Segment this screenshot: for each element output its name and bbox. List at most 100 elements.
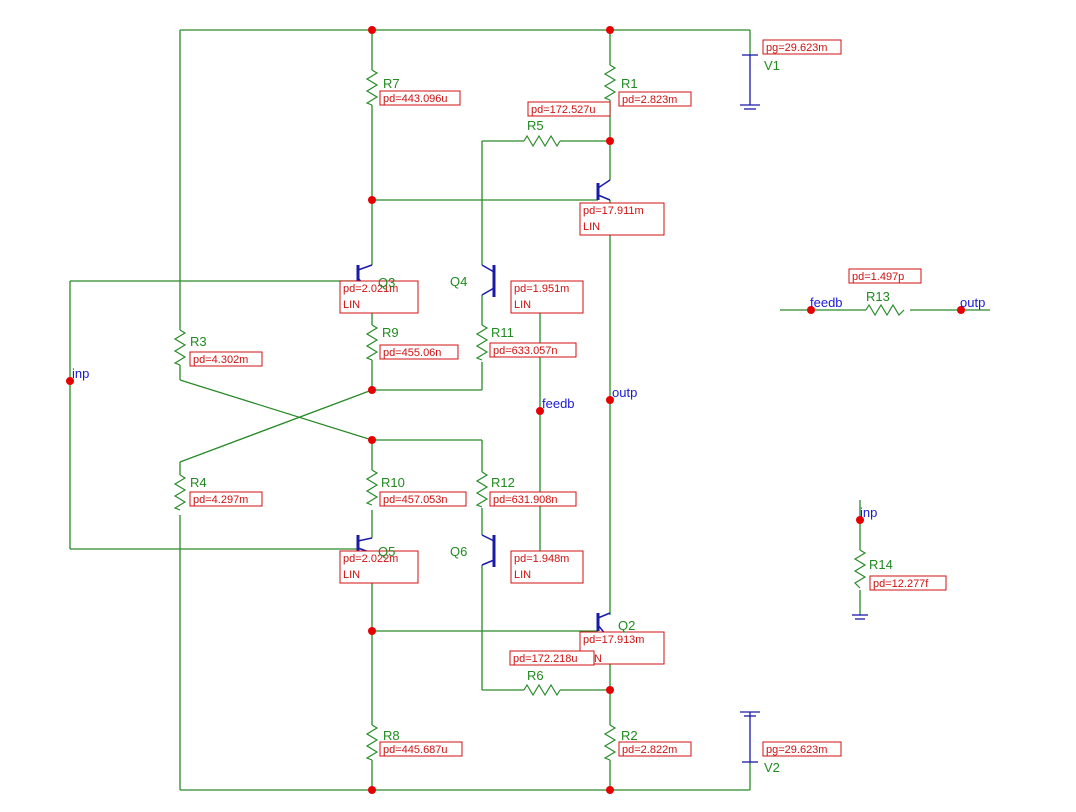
voltage-sources: [740, 54, 868, 763]
wires: [69, 29, 990, 791]
voltage-source-v2: [740, 711, 760, 763]
annotation-r2-pd[interactable]: [618, 741, 692, 757]
resistor-r14: [853, 549, 867, 589]
annotation-r7-pd-text: pd=443.096u: [383, 93, 448, 105]
resistor-r11: [475, 324, 489, 361]
annotation-r14-pd[interactable]: [869, 575, 947, 591]
label-r9: R9: [382, 325, 399, 340]
net-label-inp[interactable]: inp: [72, 366, 89, 381]
annotation-q2-pd-text: pd=17.913m: [583, 634, 644, 646]
annotation-q6[interactable]: [510, 550, 584, 584]
label-q5: Q5: [378, 544, 395, 559]
annotation-q1-pd-text: pd=17.911m: [583, 205, 644, 217]
annotation-q2-model-text: N: [594, 653, 602, 665]
annotation-q5-model-text: LIN: [343, 569, 360, 581]
net-label-outp[interactable]: outp: [612, 385, 637, 400]
annotation-r11-pd-text: pd=633.057n: [493, 345, 558, 357]
annotation-q6-pd-text: pd=1.948m: [514, 553, 569, 565]
annotation-q4[interactable]: [510, 280, 584, 314]
annotation-r13-pd[interactable]: [848, 268, 922, 284]
annotation-r10-pd[interactable]: [379, 491, 467, 507]
annotation-q1-model-text: LIN: [583, 221, 600, 233]
annotation-r8-pd-text: pd=445.687u: [383, 744, 448, 756]
annotation-r11-pd[interactable]: [489, 342, 577, 358]
component-labels: R7 R1 R5 V1 Q3 Q4 R9 R11 R3 R13 R4 R10 R…: [190, 58, 893, 775]
label-r5: R5: [527, 118, 544, 133]
resistor-r13: [865, 303, 905, 317]
resistor-r3: [173, 329, 187, 366]
annotation-q3-pd-text: pd=2.021m: [343, 283, 398, 295]
annotation-v1-pg[interactable]: [762, 39, 842, 55]
resistor-r5: [523, 134, 561, 148]
annotation-r8-pd[interactable]: [379, 741, 463, 757]
label-r10: R10: [381, 475, 405, 490]
annotation-r5-pd[interactable]: [527, 101, 611, 117]
annotation-r14-pd-text: pd=12.277f: [873, 578, 929, 590]
label-q2: Q2: [618, 618, 635, 633]
annotation-v2-pg[interactable]: [762, 741, 842, 757]
annotation-r4-pd-text: pd=4.297m: [193, 494, 248, 506]
annotation-v2-pg-text: pg=29.623m: [766, 744, 827, 756]
net-label-feedb-r13[interactable]: feedb: [810, 295, 843, 310]
annotation-r1-pd-text: pd=2.823m: [622, 94, 677, 106]
annotations: pg=29.623m pd=443.096u pd=2.823m pd=172.…: [189, 39, 947, 757]
resistor-r4: [173, 474, 187, 511]
junction-nodes: [66, 26, 965, 794]
label-v1: V1: [764, 58, 780, 73]
resistor-r7: [365, 69, 379, 106]
label-r3: R3: [190, 334, 207, 349]
label-r2: R2: [621, 728, 638, 743]
label-r12: R12: [491, 475, 515, 490]
annotation-r6-pd-text: pd=172.218u: [513, 653, 578, 665]
annotation-r9-pd[interactable]: [379, 344, 459, 360]
label-r4: R4: [190, 475, 207, 490]
annotation-r6-pd[interactable]: [509, 650, 595, 666]
annotation-r3-pd-text: pd=4.302m: [193, 354, 248, 366]
transistor-q6: [481, 534, 496, 567]
annotation-r3-pd[interactable]: [189, 351, 263, 367]
net-label-inp-r14[interactable]: inp: [860, 505, 877, 520]
resistor-r6: [523, 683, 561, 697]
annotation-r2-pd-text: pd=2.822m: [622, 744, 677, 756]
transistor-q1: [596, 179, 611, 201]
resistors: [173, 64, 905, 761]
net-labels: inp outp feedb feedb outp inp: [72, 295, 985, 520]
net-label-feedb[interactable]: feedb: [542, 396, 575, 411]
transistor-q5: [356, 535, 373, 554]
label-r8: R8: [383, 728, 400, 743]
label-q3: Q3: [378, 275, 395, 290]
resistor-r10: [365, 469, 379, 506]
annotation-q3[interactable]: [339, 280, 419, 314]
label-v2: V2: [764, 760, 780, 775]
annotation-r10-pd-text: pd=457.053n: [383, 494, 448, 506]
label-r14: R14: [869, 557, 893, 572]
annotation-q5-pd-text: pd=2.022m: [343, 553, 398, 565]
annotation-q6-model-text: LIN: [514, 569, 531, 581]
ground-icon: [852, 614, 868, 620]
label-r11: R11: [491, 325, 514, 340]
annotation-r4-pd[interactable]: [189, 491, 263, 507]
annotation-q4-model-text: LIN: [514, 299, 531, 311]
annotation-q3-model-text: LIN: [343, 299, 360, 311]
resistor-r8: [365, 724, 379, 761]
label-q4: Q4: [450, 274, 467, 289]
net-label-outp-r13[interactable]: outp: [960, 295, 985, 310]
annotation-r9-pd-text: pd=455.06n: [383, 347, 441, 359]
annotation-v1-pg-text: pg=29.623m: [766, 42, 827, 54]
resistor-r1: [603, 64, 617, 101]
annotation-q1[interactable]: [579, 202, 665, 236]
annotation-r1-pd[interactable]: [618, 91, 692, 107]
annotation-r7-pd[interactable]: [379, 90, 461, 106]
annotation-q4-pd-text: pd=1.951m: [514, 283, 569, 295]
voltage-source-v1: [740, 54, 760, 110]
label-r13: R13: [866, 289, 890, 304]
label-r1: R1: [621, 76, 638, 91]
annotation-r12-pd[interactable]: [489, 491, 577, 507]
annotation-r12-pd-text: pd=631.908n: [493, 494, 558, 506]
resistor-r2: [603, 724, 617, 761]
annotation-q5[interactable]: [339, 550, 419, 584]
label-q6: Q6: [450, 544, 467, 559]
label-r7: R7: [383, 76, 400, 91]
annotation-r5-pd-text: pd=172.527u: [531, 104, 596, 116]
